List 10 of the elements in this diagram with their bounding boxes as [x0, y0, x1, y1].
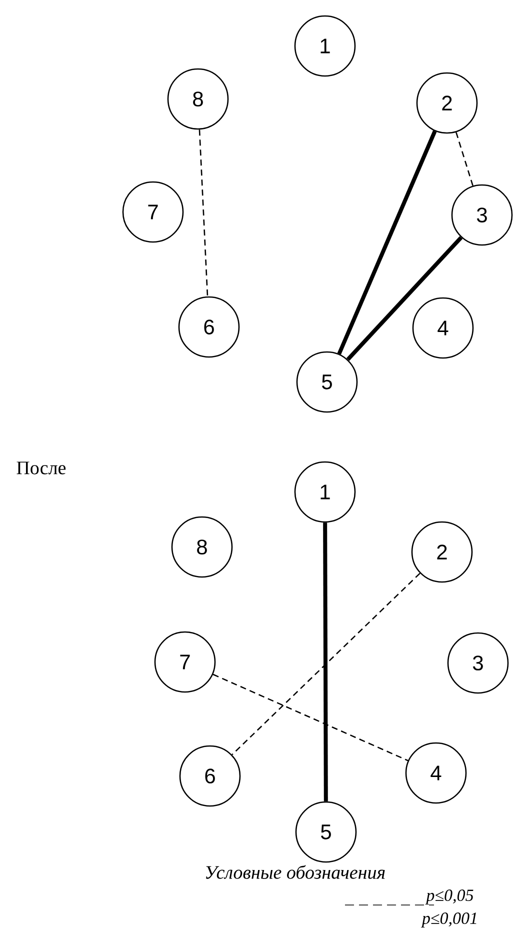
connecting-line: [232, 572, 420, 756]
connecting-line: [337, 130, 437, 355]
connecting-line: [323, 522, 328, 802]
legend-text: p≤0,05: [425, 890, 474, 904]
connecting-line: [198, 130, 208, 296]
connecting-line: [456, 132, 474, 186]
legend-text: p≤0,001: [420, 912, 476, 928]
label: После: [16, 462, 66, 474]
connecting-line: [346, 236, 463, 361]
connecting-line: [212, 674, 408, 762]
